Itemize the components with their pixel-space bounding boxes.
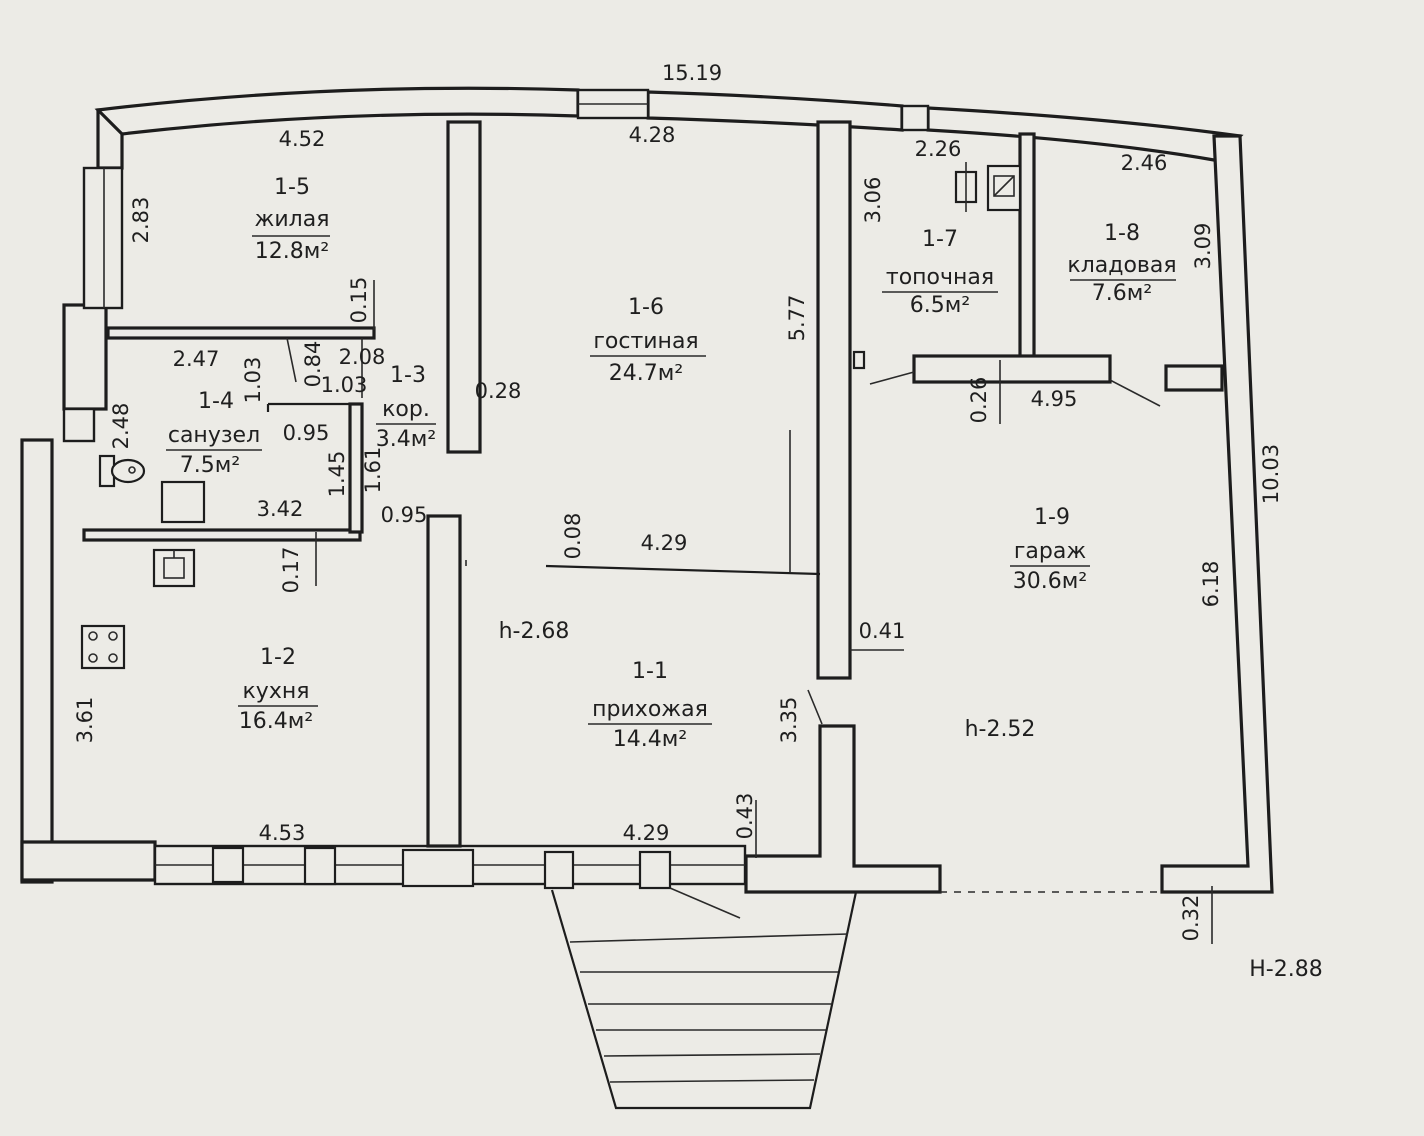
dim-label: 0.95 [381,503,428,527]
dim-label: 6.18 [1199,561,1223,608]
room-name: жилая [255,207,330,232]
room-area: 24.7м² [609,361,683,386]
dim-label: 0.15 [347,277,371,324]
dim-label: 1.45 [325,451,349,498]
room-1-2: 1-2 кухня 16.4м² [238,645,318,734]
dim-label: 4.52 [279,127,326,151]
room-1-1: 1-1 прихожая 14.4м² [588,659,712,752]
dim-label: 4.28 [629,123,676,147]
dim-label: 3.06 [861,177,885,224]
dim-label: 3.09 [1191,223,1215,270]
dim-label: 5.77 [785,295,809,342]
sink-icon [152,548,196,588]
dim-label: 4.29 [623,821,670,845]
room-id: 1-7 [922,227,958,252]
dim-label: 0.41 [859,619,906,643]
dim-label: 2.48 [109,403,133,450]
room-id: 1-4 [198,389,234,414]
dim-label: 1.61 [361,447,385,494]
room-name: прихожая [592,697,708,722]
room-1-5: 1-5 жилая 12.8м² [252,175,330,264]
vertical-dimension-labels: 2.83 3.06 3.09 0.15 5.77 1.03 0.84 0.26 … [73,177,1283,942]
room-area: 12.8м² [255,239,329,264]
room-1-6: 1-6 гостиная 24.7м² [590,295,706,386]
room-name: гараж [1014,539,1086,564]
dim-label: 0.17 [279,547,303,594]
room-area: 3.4м² [376,427,436,452]
dim-label: 3.35 [777,697,801,744]
dim-label: 10.03 [1259,444,1283,504]
room-1-7: 1-7 топочная 6.5м² [882,227,998,318]
partitions [82,120,1224,848]
fixtures [80,162,1022,670]
entry-stairs [550,889,1162,1110]
exterior-walls [20,86,1274,894]
dim-label: 2.46 [1121,151,1168,175]
room-name: санузел [168,423,260,448]
room-id: 1-1 [632,659,668,684]
dim-label: 4.95 [1031,387,1078,411]
dim-label: 0.95 [283,421,330,445]
room-1-8: 1-8 кладовая 7.6м² [1067,221,1176,306]
room-1-3: 1-3 кор. 3.4м² [376,363,436,452]
dim-label: 0.08 [561,513,585,560]
dimension-ticks [315,280,1213,944]
corridor-height: h-2.68 [499,619,570,644]
room-name: кладовая [1067,253,1176,278]
boiler-icon [954,162,1022,212]
dim-label: 0.28 [475,379,522,403]
room-id: 1-2 [260,645,296,670]
room-area: 7.5м² [180,453,240,478]
dim-label: 2.26 [915,137,962,161]
dim-label: 2.83 [129,197,153,244]
dim-label: 1.03 [241,357,265,404]
dim-label: 0.32 [1179,895,1203,942]
room-labels: 1-5 жилая 12.8м² 1-6 гостиная 24.7м² 1-7… [166,175,1177,752]
dim-label: 0.43 [733,793,757,840]
windows [62,88,930,890]
room-area: 14.4м² [613,727,687,752]
dim-label: 3.61 [73,697,97,744]
room-1-4: 1-4 санузел 7.5м² [166,389,262,478]
dim-label: 4.53 [259,821,306,845]
room-area: 16.4м² [239,709,313,734]
dim-label: 2.47 [173,347,220,371]
elevation-mark: H-2.88 [1249,957,1322,982]
room-area: 7.6м² [1092,281,1152,306]
room-id: 1-9 [1034,505,1070,530]
room-id: 1-6 [628,295,664,320]
dim-label: 0.26 [967,377,991,424]
overall-length: 15.19 [662,61,722,85]
height-labels: 15.19 h-2.52 h-2.68 H-2.88 [499,61,1323,982]
room-name: гостиная [593,329,698,354]
room-area: 6.5м² [910,293,970,318]
room-area: 30.6м² [1013,569,1087,594]
dim-label: 0.84 [301,341,325,388]
room-id: 1-5 [274,175,310,200]
room-id: 1-3 [390,363,426,388]
room-name: кор. [382,397,430,422]
stove-icon [80,624,126,670]
dim-label: 3.42 [257,497,304,521]
dim-label: 4.29 [641,531,688,555]
door-swings [286,337,1161,919]
dimension-labels: 4.52 4.28 2.26 2.46 2.47 2.08 1.03 4.95 … [173,123,1168,845]
dim-label: 2.08 [339,345,386,369]
shower-icon [160,480,206,524]
room-name: кухня [243,679,310,704]
room-name: топочная [886,265,994,290]
room-id: 1-8 [1104,221,1140,246]
garage-height: h-2.52 [965,717,1036,742]
room-1-9: 1-9 гараж 30.6м² [1010,505,1090,594]
toilet-icon [98,454,146,488]
dim-label: 1.03 [321,373,368,397]
